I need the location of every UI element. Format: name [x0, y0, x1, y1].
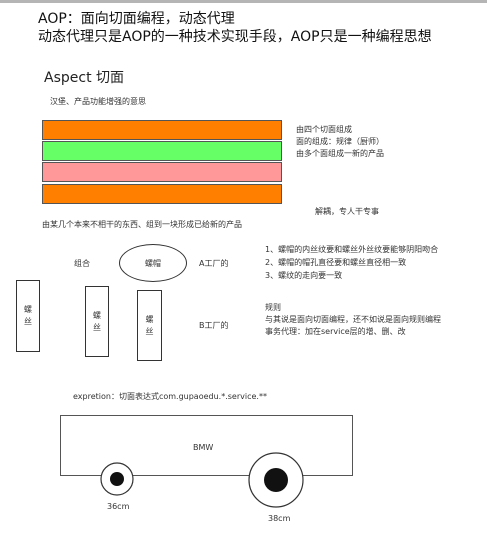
title-line-2: 动态代理只是AOP的一种技术实现手段，AOP只是一种编程思想: [38, 29, 432, 45]
expression-text: expretion：切面表达式com.gupaoedu.*.service.**: [73, 392, 267, 401]
layer-band-2: [42, 141, 282, 161]
small-wheel-icon: [100, 462, 134, 496]
screw-box-3: 螺丝: [137, 290, 162, 361]
nut-label: 螺帽: [145, 258, 161, 268]
layers-note-1: 由四个切面组成: [296, 125, 352, 134]
large-wheel-icon: [248, 452, 304, 508]
rules-heading: 规则: [265, 303, 281, 312]
combine-note: 由某几个本来不相干的东西、组到一块形成已给新的产品: [42, 220, 242, 229]
rule-item-2: 2、螺帽的帽孔直径要和螺丝直径相一致: [265, 258, 407, 267]
screw-label-3: 螺丝: [145, 314, 154, 336]
nut-ellipse: 螺帽: [119, 244, 187, 282]
factory-b-label: B工厂的: [199, 321, 229, 330]
layer-band-3: [42, 162, 282, 182]
large-wheel-label: 38cm: [268, 514, 291, 523]
rule-item-3: 3、螺纹的走向要一致: [265, 271, 343, 280]
layer-band-4: [42, 184, 282, 204]
layers-note-3: 由多个面组成一新的产品: [296, 149, 384, 158]
rule-item-1: 1、螺帽的内丝纹要和螺丝外丝纹要能够阴阳吻合: [265, 245, 439, 254]
screw-box-2: 螺丝: [85, 286, 109, 357]
decouple-note: 解耦，专人干专事: [315, 207, 379, 216]
layer-band-1: [42, 120, 282, 140]
rules-line-2: 与其说是面向切面编程，还不如说是面向规则编程: [265, 315, 441, 324]
screw-label-1: 螺丝: [24, 305, 32, 326]
screw-box-1: 螺丝: [16, 280, 40, 352]
layers-note-2: 面的组成：规律（厨师）: [296, 137, 384, 146]
small-wheel-label: 36cm: [107, 502, 130, 511]
rules-line-3: 事务代理：加在service层的增、删、改: [265, 327, 406, 336]
screw-label-2: 螺丝: [93, 310, 101, 332]
section-title: Aspect 切面: [44, 70, 125, 86]
car-body: [60, 415, 353, 476]
hamburger-note: 汉堡、产品功能增强的意思: [50, 97, 146, 106]
factory-a-label: A工厂的: [199, 259, 229, 268]
car-label: BMW: [193, 443, 214, 452]
top-border: [0, 0, 487, 3]
title-line-1: AOP：面向切面编程，动态代理: [38, 11, 235, 27]
combine-label: 组合: [74, 259, 90, 268]
